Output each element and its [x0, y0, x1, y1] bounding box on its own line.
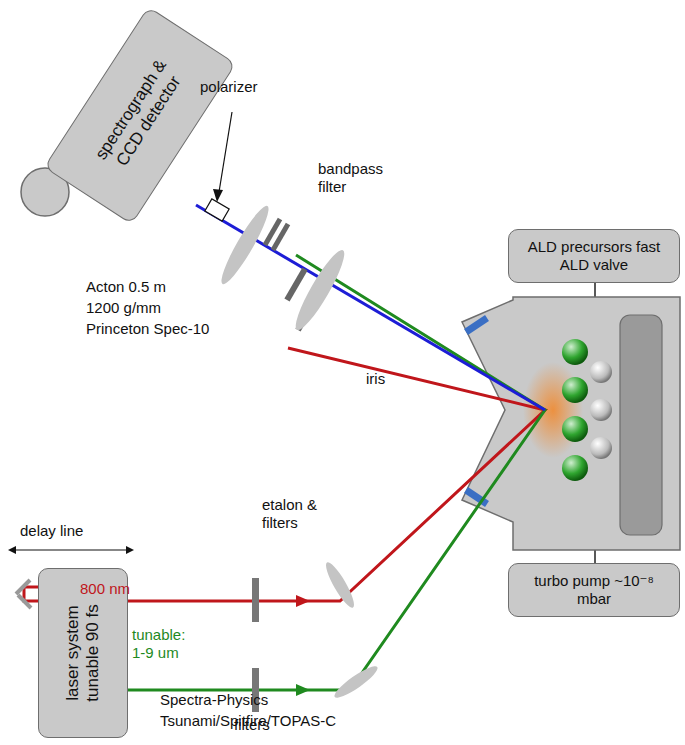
- wavelength-label: 800 nm: [80, 580, 130, 598]
- polarizer-arrowhead: [213, 189, 223, 202]
- silver-spheres: [590, 361, 612, 383]
- etalon-plate: [252, 578, 259, 622]
- spec-note: Acton 0.5 m: [86, 278, 166, 296]
- green-spheres: [562, 339, 588, 481]
- sample-substrate: [620, 315, 662, 535]
- laser-spot: [523, 362, 583, 458]
- delay-arrowhead: [8, 546, 16, 554]
- vendor-note: Tsunami/Spitfire/TOPAS-C: [160, 712, 336, 730]
- spec-note: Princeton Spec-10: [86, 320, 209, 338]
- green-arrowhead: [296, 684, 310, 696]
- part-label: polarizer: [200, 78, 258, 96]
- green-spheres: [562, 455, 588, 481]
- delay-arrow: [14, 549, 128, 550]
- silver-spheres: [590, 361, 612, 459]
- iris-blade: [287, 269, 305, 300]
- green-spheres: [562, 416, 588, 442]
- delay-mirror: [18, 595, 31, 608]
- node-label: turbo pump ~10⁻⁸ mbar: [534, 572, 654, 608]
- delay-arrowhead: [126, 546, 134, 554]
- bandpass-filter: [273, 224, 288, 250]
- wavelength-label: tunable: 1-9 um: [132, 626, 202, 662]
- node-label: laser system tunable 90 fs: [63, 593, 104, 713]
- node-label: spectrograph & CCD detector: [85, 45, 195, 185]
- green-spheres: [562, 339, 588, 365]
- collection-lens: [289, 246, 351, 335]
- precursor-box: ALD precursors fast ALD valve: [508, 229, 680, 283]
- red-beam: [24, 348, 545, 601]
- part-label: delay line: [20, 522, 83, 540]
- vendor-note: Spectra-Physics: [160, 691, 268, 709]
- upper-window: [466, 318, 487, 332]
- focusing-mirror: [331, 662, 380, 702]
- vacuum-chamber: [462, 297, 680, 550]
- spec-note: 1200 g/mm: [86, 299, 161, 317]
- silver-spheres: [590, 437, 612, 459]
- node-label: ALD precursors fast ALD valve: [527, 238, 662, 274]
- silver-spheres: [590, 399, 612, 421]
- focusing-lens: [322, 559, 358, 610]
- part-label: bandpass filter: [318, 160, 390, 196]
- part-label: iris: [366, 370, 385, 388]
- polarizer-leader: [219, 112, 232, 192]
- pump-box: turbo pump ~10⁻⁸ mbar: [508, 563, 680, 617]
- polarizer-element: [205, 199, 229, 221]
- part-label: etalon & filters: [262, 496, 322, 532]
- spectrograph-box: spectrograph & CCD detector: [44, 6, 237, 224]
- delay-mirror: [16, 580, 30, 594]
- green-spheres: [562, 377, 588, 403]
- red-arrowhead: [296, 595, 310, 607]
